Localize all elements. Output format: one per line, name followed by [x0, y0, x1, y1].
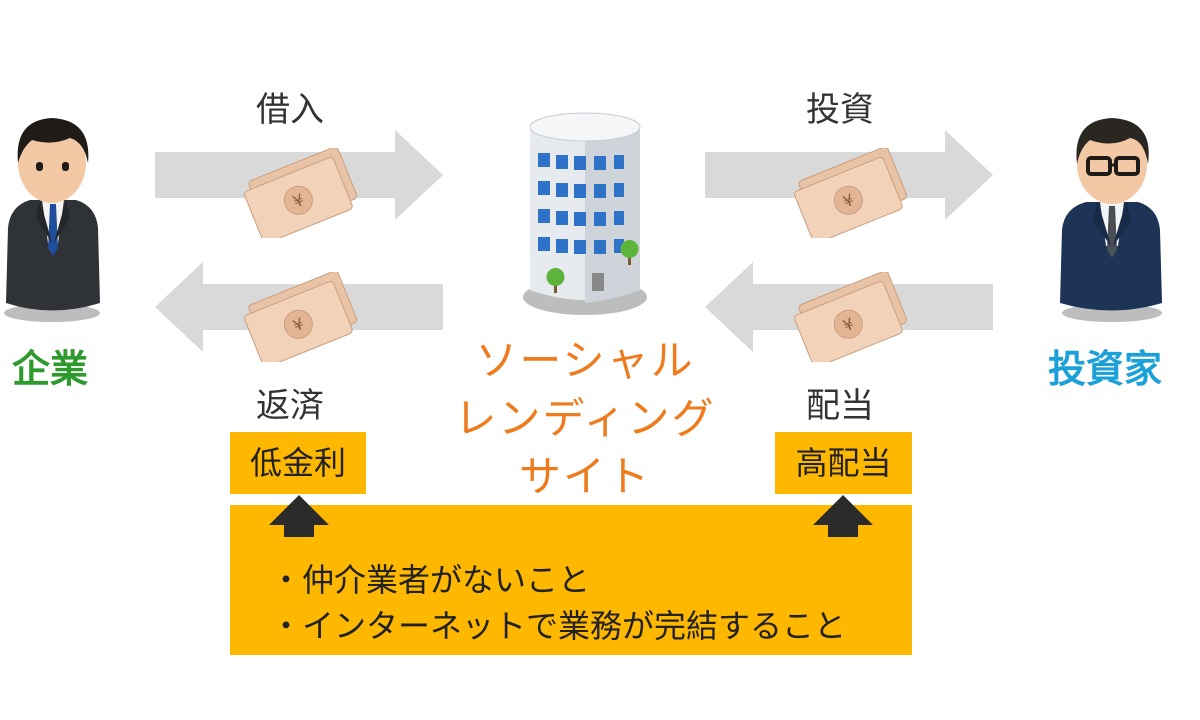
benefit-item: ・仲介業者がないこと	[270, 561, 591, 599]
money-bills-icon: ¥	[788, 148, 918, 238]
money-bills-icon: ¥	[238, 148, 368, 238]
high-dividend-tag: 高配当	[775, 432, 912, 494]
investor-label: 投資家	[1047, 347, 1162, 391]
up-arrow-icon	[269, 495, 329, 537]
low-rate-tag: 低金利	[230, 432, 366, 494]
money-bills-icon: ¥	[238, 272, 368, 362]
repay-label: 返済	[256, 386, 324, 426]
benefit-list: ・仲介業者がないこと ・インターネットで業務が完結すること	[270, 557, 900, 649]
office-building-icon	[510, 105, 660, 320]
company-person-icon	[0, 108, 110, 323]
dividend-label: 配当	[806, 386, 874, 426]
benefit-box	[230, 505, 912, 655]
invest-label: 投資	[806, 90, 874, 130]
money-bills-icon: ¥	[788, 272, 918, 362]
company-label: 企業	[11, 347, 88, 391]
investor-person-icon	[1050, 108, 1170, 323]
up-arrow-icon	[813, 495, 873, 537]
borrow-label: 借入	[256, 90, 324, 130]
benefit-item: ・インターネットで業務が完結すること	[270, 607, 847, 645]
site-label: ソーシャル レンディング サイト	[454, 336, 716, 501]
